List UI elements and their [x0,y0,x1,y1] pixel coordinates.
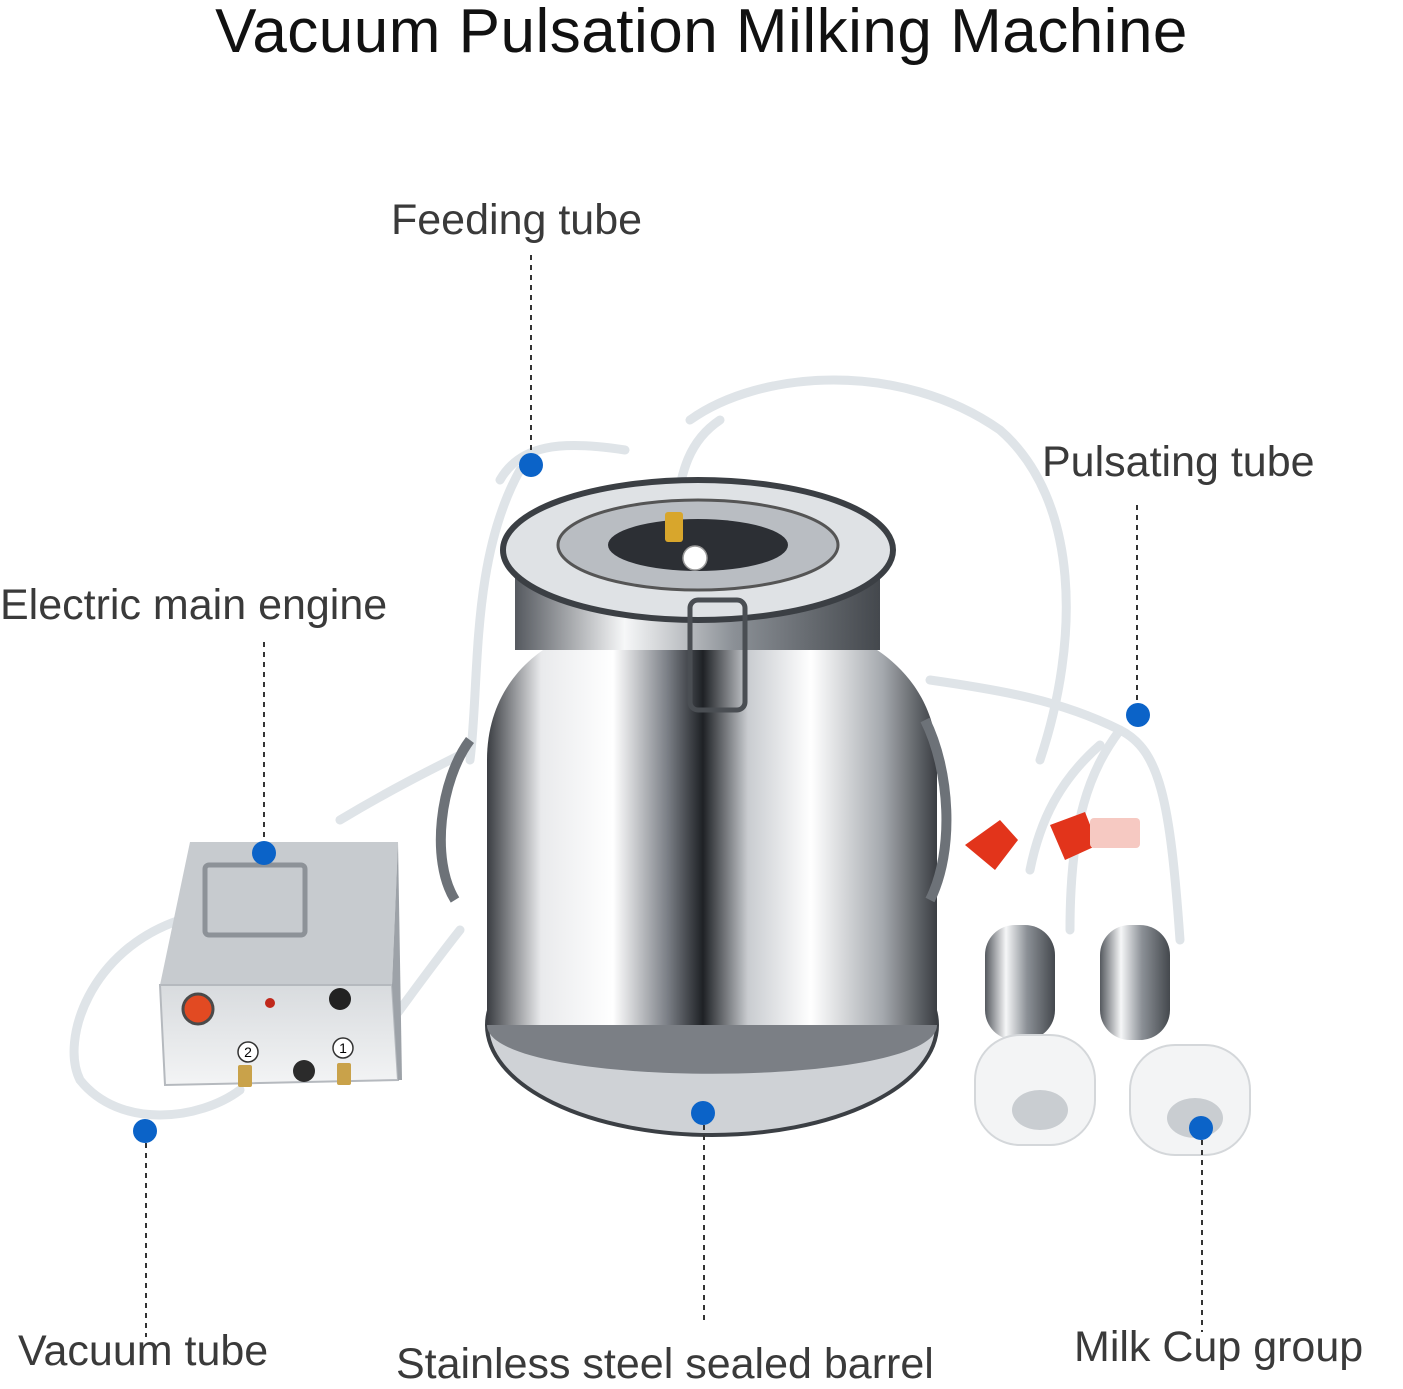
callout-lines [145,255,1203,1337]
diagram-title: Vacuum Pulsation Milking Machine [215,0,1188,66]
power-socket-icon [329,988,351,1010]
marker-pulsating-tube [1126,703,1150,727]
power-switch-icon [181,992,215,1026]
vacuum-gauge-port-icon [293,1060,315,1082]
indicator-light-icon [265,998,275,1008]
marker-feeding-tube [519,453,543,477]
callout-markers [133,453,1213,1143]
stainless-barrel [435,477,952,1137]
milk-cup-group [965,812,1251,1156]
marker-milk-cup-group [1189,1116,1213,1140]
label-milk-cup-group: Milk Cup group [1074,1323,1364,1371]
marker-vacuum-tube [133,1119,157,1143]
port-1-marker: 1 [339,1040,347,1056]
label-feeding-tube: Feeding tube [391,196,643,244]
electric-main-engine-box: 2 1 [158,842,402,1087]
port-2-marker: 2 [244,1044,252,1060]
label-pulsating-tube: Pulsating tube [1042,438,1315,486]
marker-electric-main-engine [252,841,276,865]
label-electric-main-engine: Electric main engine [0,581,388,629]
label-barrel: Stainless steel sealed barrel [396,1340,934,1388]
label-vacuum-tube: Vacuum tube [18,1327,269,1375]
marker-barrel [691,1101,715,1125]
